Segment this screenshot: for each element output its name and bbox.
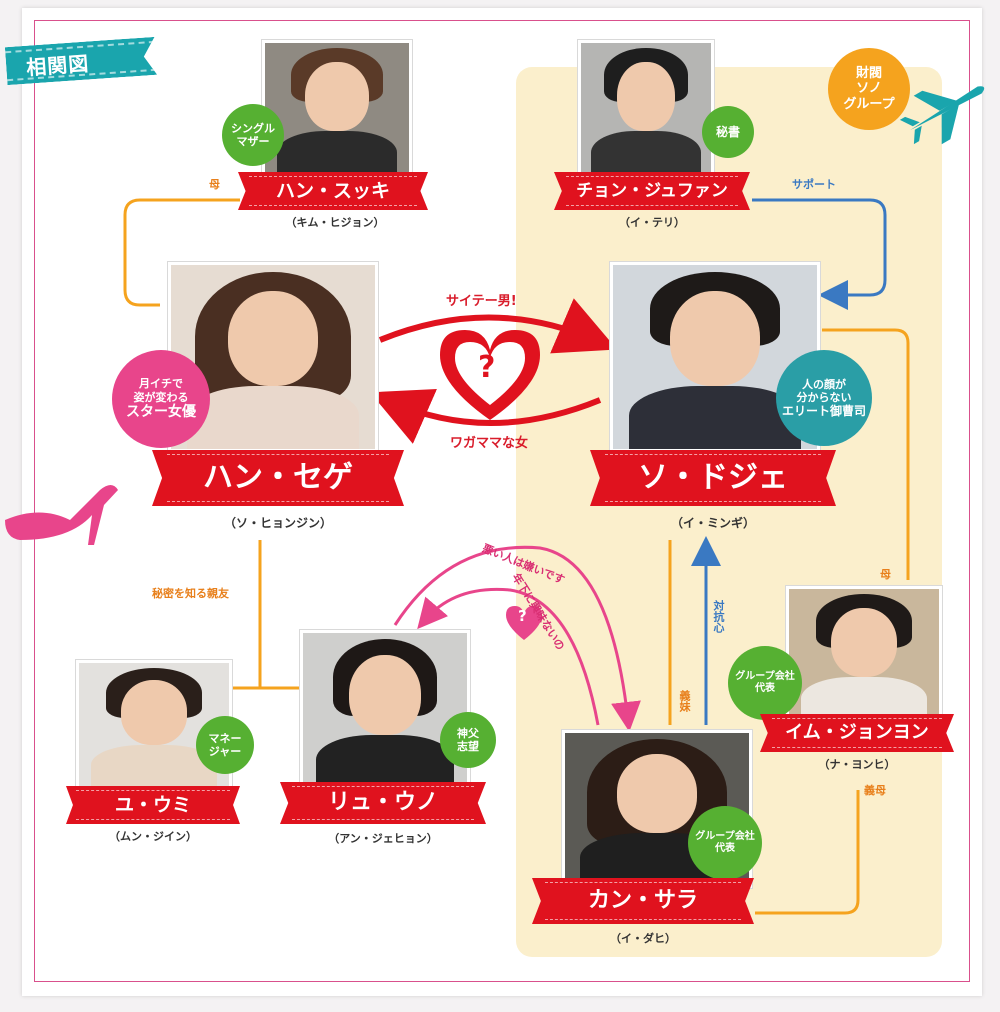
arrow-saitei xyxy=(378,298,618,354)
photo-jufan xyxy=(578,40,714,180)
photo-doje xyxy=(610,262,820,452)
group-line2: ソノ xyxy=(856,81,882,97)
line-support xyxy=(752,198,887,310)
actor-jonyon: （ナ・ヨンヒ） xyxy=(818,758,896,771)
airplane-icon xyxy=(899,86,985,145)
actor-jufan: （イ・テリ） xyxy=(619,216,685,229)
tag-sukki: シングル マザー xyxy=(222,104,284,166)
photo-sukki xyxy=(262,40,412,180)
heart-question: ? xyxy=(478,350,496,385)
name-uno: リュ・ウノ xyxy=(280,782,486,824)
group-bubble: 財閥 ソノ グループ xyxy=(828,48,910,130)
tag-jufan: 秘書 xyxy=(702,106,754,158)
name-sege: ハン・セゲ xyxy=(152,450,404,506)
line-mother-sukki xyxy=(123,198,240,307)
group-line3: グループ xyxy=(843,96,895,112)
name-jonyon: イム・ジョンヨン xyxy=(760,714,954,752)
label-mother-jonyon: 母 xyxy=(880,568,891,581)
actor-uno: （アン・ジェヒョン） xyxy=(328,832,438,845)
tag-umi: マネー ジャー xyxy=(196,716,254,774)
name-jufan: チョン・ジュファン xyxy=(554,172,750,210)
line-mother-jonyon xyxy=(822,328,910,580)
high-heel-icon xyxy=(5,485,118,545)
actor-doje: （イ・ミンギ） xyxy=(670,516,755,530)
chart-frame xyxy=(34,20,970,982)
page-title: 相関図 xyxy=(25,51,91,80)
label-wagamama: ワガママな女 xyxy=(450,436,529,451)
name-sukki: ハン・スッキ xyxy=(238,172,428,210)
tag-sara: グループ会社 代表 xyxy=(688,806,762,880)
photo-umi xyxy=(76,660,232,790)
tag-doje: 人の顔が 分からない エリート御曹司 xyxy=(776,350,872,446)
label-gibo: 義母 xyxy=(864,784,886,797)
tag-sege: 月イチで 姿が変わる スター女優 xyxy=(112,350,210,448)
label-taikoushin: 対抗心 xyxy=(712,600,725,633)
small-heart-icon xyxy=(506,606,542,640)
heart-icon xyxy=(440,330,540,420)
label-gimai: 義妹 xyxy=(678,690,691,712)
arrow-wagamama xyxy=(370,388,602,444)
name-umi: ユ・ウミ xyxy=(66,786,240,824)
photo-jonyon xyxy=(786,586,942,726)
line-gibo xyxy=(755,790,860,915)
group-line1: 財閥 xyxy=(855,65,882,81)
actor-sara: （イ・ダヒ） xyxy=(610,932,676,945)
small-heart-question: ? xyxy=(518,607,527,625)
name-doje: ソ・ドジェ xyxy=(590,450,836,506)
actor-umi: （ムン・ジイン） xyxy=(109,830,197,843)
tag-uno: 神父 志望 xyxy=(440,712,496,768)
arrow-toshishita xyxy=(417,587,600,726)
actor-sege: （ソ・ヒョンジン） xyxy=(223,516,332,530)
actor-sukki: （キム・ヒジョン） xyxy=(285,216,385,229)
name-sara: カン・サラ xyxy=(532,878,754,924)
tag-jonyon: グループ会社 代表 xyxy=(728,646,802,720)
photo-uno xyxy=(300,630,470,790)
label-support: サポート xyxy=(792,178,836,191)
arrow-warui xyxy=(393,545,641,732)
label-himitsu: 秘密を知る親友 xyxy=(152,587,229,600)
label-saitei: サイテー男! xyxy=(446,294,517,309)
label-mother-sukki: 母 xyxy=(209,178,220,191)
